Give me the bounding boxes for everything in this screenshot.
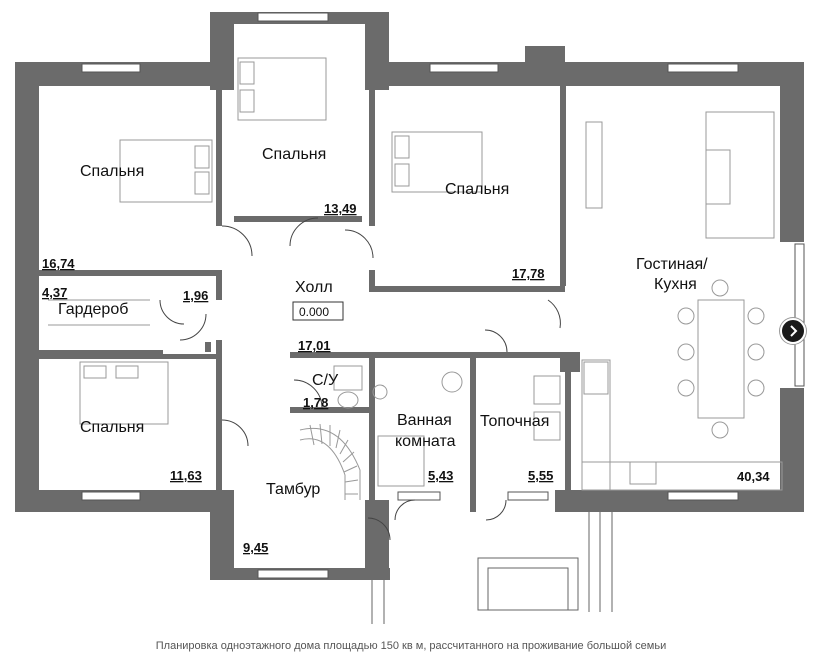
room-label-bedroom-top-mid: Спальня	[262, 146, 326, 163]
area-vestibule: 9,45	[243, 540, 268, 555]
room-label-wardrobe: Гардероб	[58, 301, 128, 318]
room-label-hall: Холл	[295, 279, 333, 296]
area-wc: 1,78	[303, 395, 328, 410]
windows	[81, 12, 805, 579]
room-label-wc: С/У	[312, 372, 339, 389]
room-label-bathroom-line1: Ванная	[397, 412, 452, 429]
area-hall: 17,01	[298, 338, 331, 353]
room-label-bathroom-line2: комната	[395, 433, 456, 450]
level-marker-box	[292, 301, 344, 321]
area-bedroom-top-left: 16,74	[42, 256, 75, 271]
level-marker-text: 0.000	[299, 305, 329, 319]
area-boiler: 5,55	[528, 468, 553, 483]
room-label-bedroom-top-right: Спальня	[445, 181, 509, 198]
area-bedroom-bottom-left: 11,63	[170, 468, 202, 483]
next-image-button[interactable]	[780, 318, 806, 344]
doors	[159, 217, 561, 541]
room-label-living-line2: Кухня	[654, 276, 697, 293]
room-label-bedroom-top-left: Спальня	[80, 163, 144, 180]
area-wardrobe-right: 1,96	[183, 288, 208, 303]
chevron-right-icon	[790, 325, 798, 337]
area-bedroom-top-right: 17,78	[512, 266, 545, 281]
furniture	[48, 57, 783, 500]
room-label-vestibule: Тамбур	[266, 481, 320, 498]
porch	[371, 512, 613, 624]
room-label-bedroom-bottom-left: Спальня	[80, 419, 144, 436]
area-bathroom: 5,43	[428, 468, 453, 483]
area-wardrobe-left: 4,37	[42, 285, 67, 300]
walls	[15, 12, 804, 580]
area-living: 40,34	[737, 469, 770, 484]
room-label-living-line1: Гостиная/	[636, 256, 708, 273]
room-label-boiler: Топочная	[480, 413, 549, 430]
area-bedroom-top-mid: 13,49	[324, 201, 357, 216]
image-caption: Планировка одноэтажного дома площадью 15…	[155, 640, 667, 652]
